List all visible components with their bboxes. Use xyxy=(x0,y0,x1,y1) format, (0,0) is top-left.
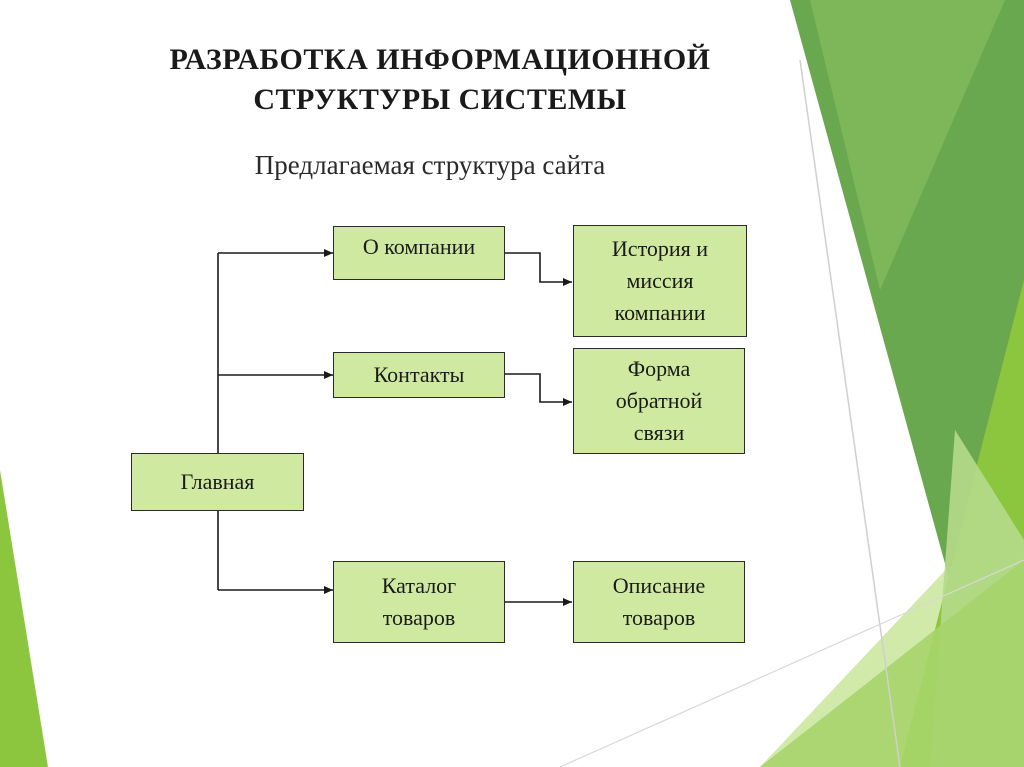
node-home: Главная xyxy=(131,453,304,511)
node-product-description: Описание товаров xyxy=(573,561,745,643)
node-about-company-label: О компании xyxy=(362,234,476,259)
node-about-company: О компании xyxy=(333,226,505,280)
node-catalog: Каталог товаров xyxy=(333,561,505,643)
title-line-1: РАЗРАБОТКА ИНФОРМАЦИОННОЙ xyxy=(169,43,711,76)
node-product-description-label: Описание товаров xyxy=(612,573,706,630)
decor-thin-line-2 xyxy=(559,559,1024,767)
edge-company-to-history xyxy=(505,252,572,286)
node-feedback-form: Форма обратной связи xyxy=(573,348,745,454)
left-green-stripe xyxy=(0,470,48,767)
bottom-green-wedge xyxy=(760,560,1024,767)
slide-title: РАЗРАБОТКА ИНФОРМАЦИОННОЙ СТРУКТУРЫ СИСТ… xyxy=(100,40,780,120)
node-history-mission: История и миссия компании xyxy=(573,225,747,337)
node-feedback-form-label: Форма обратной связи xyxy=(615,356,703,445)
edge-contacts-to-feedback xyxy=(505,373,572,406)
node-home-label: Главная xyxy=(180,469,255,494)
slide-subtitle: Предлагаемая структура сайта xyxy=(254,150,606,180)
decor-thin-line-1 xyxy=(799,59,901,767)
node-contacts: Контакты xyxy=(333,352,505,398)
right-mid-green-triangle xyxy=(810,0,1005,290)
title-line-2: СТРУКТУРЫ СИСТЕМЫ xyxy=(253,83,627,116)
node-history-mission-label: История и миссия компании xyxy=(611,236,709,325)
node-catalog-label: Каталог товаров xyxy=(381,573,457,630)
node-contacts-label: Контакты xyxy=(373,362,465,387)
